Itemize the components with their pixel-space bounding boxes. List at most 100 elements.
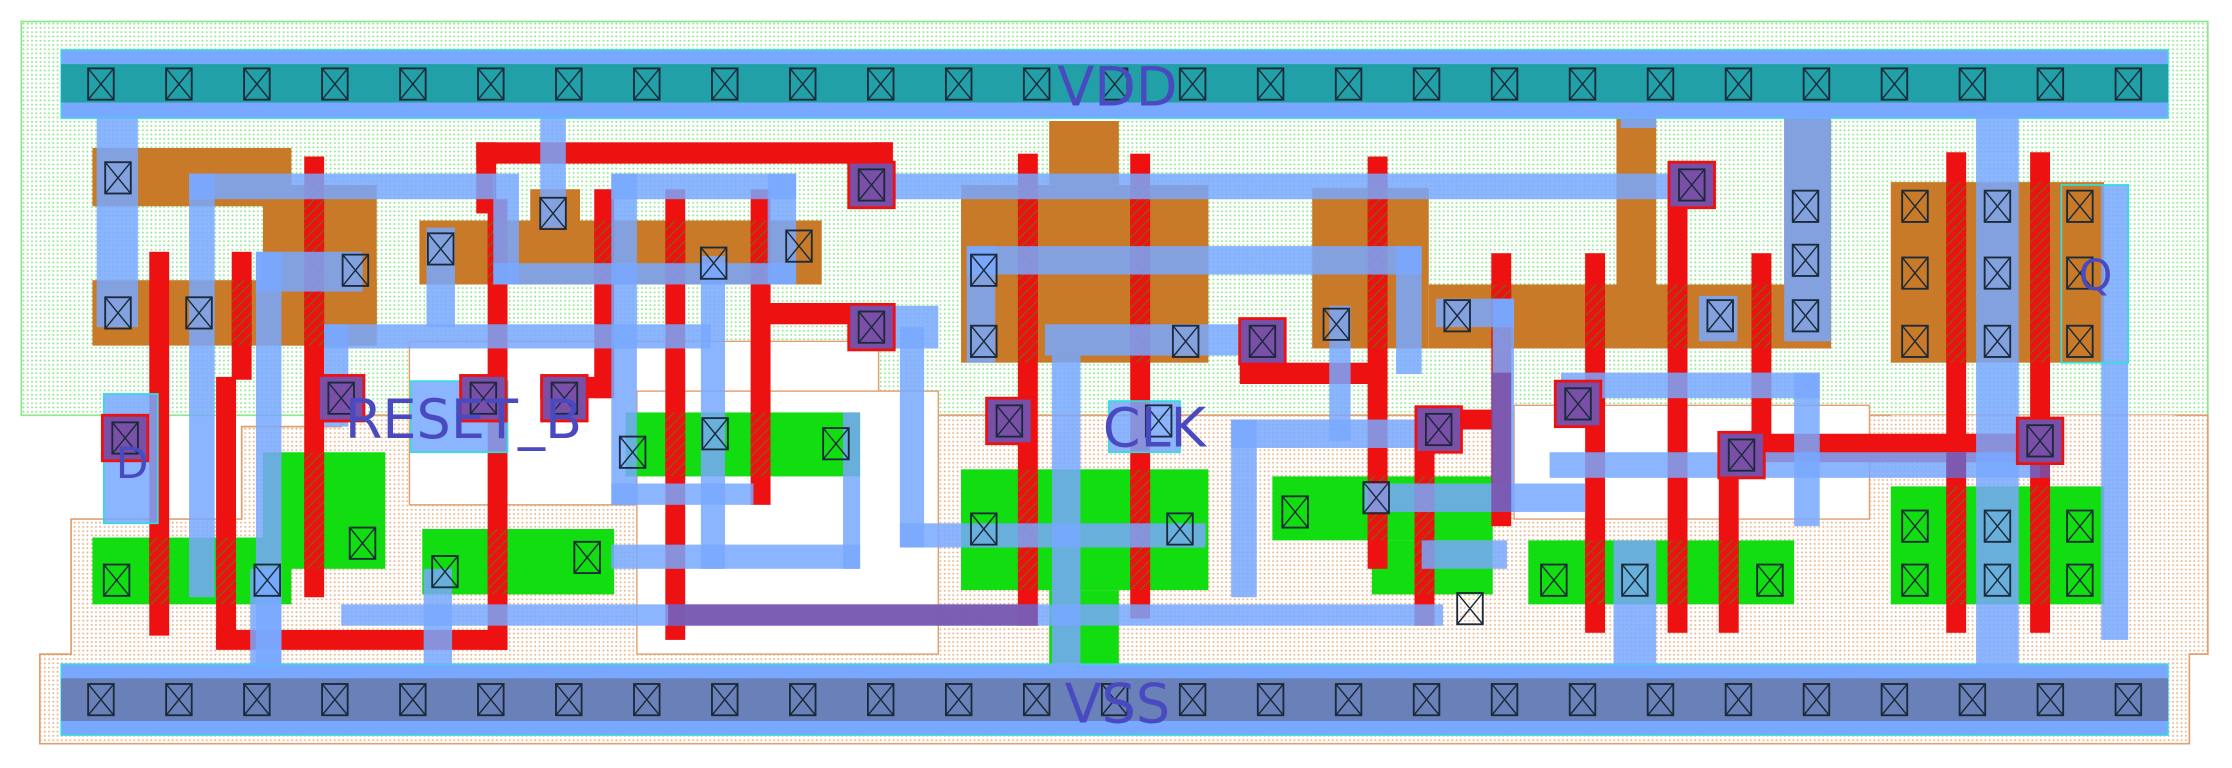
diff-contact [321,67,349,101]
diff-contact [243,683,271,717]
diff-contact [431,555,459,589]
diff-contact [165,683,193,717]
diff-contact [1334,683,1363,717]
diff-contact [1166,512,1194,546]
diff-contact [1568,67,1597,101]
diff-contact [1901,256,1929,290]
diff-contact [944,67,973,101]
diff-contact [1791,299,1820,333]
poly-contact [1667,160,1716,210]
diff-contact [399,683,427,717]
diff-contact [2066,256,2094,290]
diff-contact [1983,189,2012,223]
diff-contact [1646,683,1675,717]
diff-contact [1178,683,1207,717]
diff-contact [1706,299,1734,333]
diff-contact [1621,563,1649,597]
diff-contact [1724,67,1753,101]
diff-contact [1983,509,2012,543]
diff-contact [165,67,193,101]
diff-contact [789,683,817,717]
pin-label-reset-b[interactable]: RESET_B [345,388,582,451]
diff-contact [1322,307,1351,341]
poly-contact [847,160,896,210]
diff-contact [633,67,661,101]
poly-contact [540,374,589,423]
diff-contact [1880,683,1909,717]
diff-contact [866,683,895,717]
diff-contact [1901,324,1929,358]
diff-contact [2066,189,2094,223]
diff-contact [1983,256,2012,290]
diff-contact [1100,67,1129,101]
diff-contact [1490,683,1519,717]
diff-contact [2114,67,2143,101]
diff-contact [1171,324,1200,358]
diff-contact [477,67,505,101]
poly-contact [985,396,1034,446]
diff-contact [633,683,661,717]
gate-regions [149,182,2051,605]
diff-contact [1281,495,1309,529]
diff-contact [1901,189,1929,223]
diff-contact [1022,67,1051,101]
pin-label-vdd[interactable]: VDD [1057,55,1177,118]
pin-label-q[interactable]: Q [2079,251,2113,301]
diff-contact [87,67,115,101]
diff-contact [618,435,647,469]
diff-contact [1756,563,1784,597]
diff-contact [1412,67,1441,101]
diff-contact [699,246,728,280]
poly-contact [1553,379,1603,429]
diff-contact [1880,67,1909,101]
poly-contact [100,413,150,463]
diff-contact [1100,683,1129,717]
contacts-layer [87,67,2143,717]
diff-contact [321,683,349,717]
pin-label-d[interactable]: D [116,439,149,489]
diff-contact [1901,563,1929,597]
diff-contact [243,67,271,101]
diff-contact [1724,683,1753,717]
diff-contact [970,324,998,358]
diff-contact [1958,683,1987,717]
diff-contact [348,526,377,560]
diff-contact [944,683,973,717]
pin-label-clk[interactable]: CLK [1103,397,1208,460]
diff-contact [104,161,132,195]
diff-contact [822,427,850,461]
diff-contact [87,683,115,717]
diff-contact [555,67,583,101]
diff-contact [711,67,739,101]
diff-contact [1144,404,1173,438]
diff-contact [1802,67,1831,101]
diff-contact [573,540,601,575]
diff-contact [399,67,427,101]
diff-contact [2114,683,2143,717]
diff-contact [185,296,213,330]
diff-contact [1646,67,1675,101]
poly-contact [847,302,896,352]
diff-contact [2036,67,2065,101]
diff-contact [1256,683,1285,717]
diff-contact [1362,481,1390,515]
diff-contact [102,563,131,597]
poly-contact [459,374,508,423]
diff-contact [253,563,281,597]
poly-contact [2015,416,2065,466]
diff-contact [1791,243,1820,277]
diff-contact [1983,324,2012,358]
diff-contact [1412,683,1441,717]
pin-label-vss[interactable]: VSS [1065,672,1171,735]
poly-contact [1717,430,1766,480]
poly-contact [317,374,366,423]
diff-contact [789,67,817,101]
poly-contact [1238,317,1287,366]
diff-contact [1456,592,1484,626]
diff-contact [1901,509,1929,543]
diff-contact [539,196,567,230]
diff-contact [2066,563,2094,597]
diff-contact [711,683,739,717]
diff-contact [2036,683,2065,717]
diff-contact [970,253,998,287]
